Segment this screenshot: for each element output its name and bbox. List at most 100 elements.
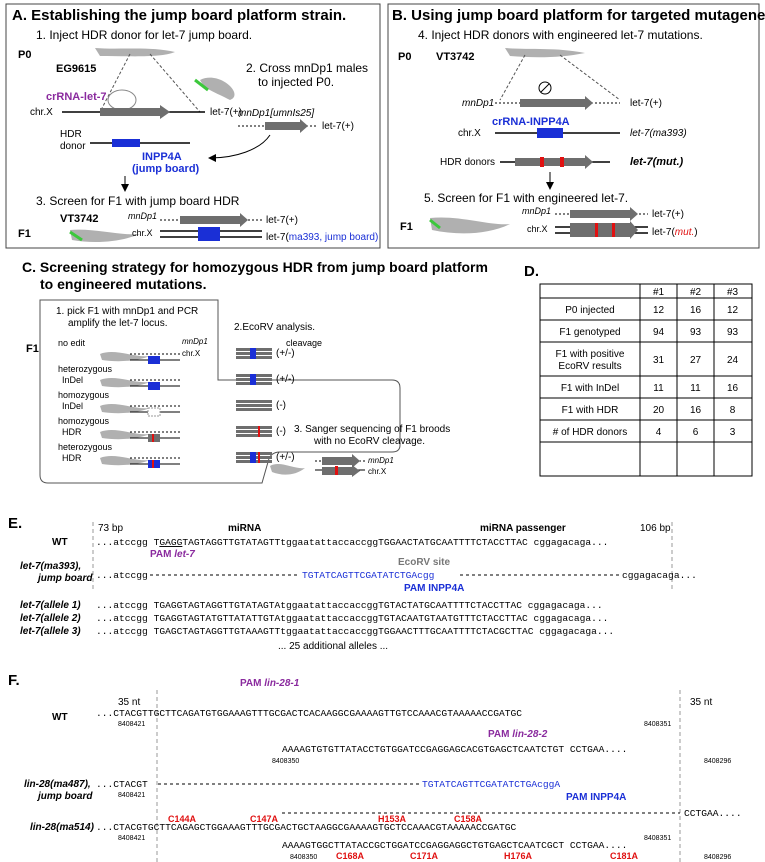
c-sanger-mut (335, 466, 338, 475)
let7plus-b: let-7(+) (630, 98, 662, 109)
c-row-worm (100, 352, 150, 362)
donor-label: donor (60, 141, 86, 152)
f-mut-top: C158A (454, 814, 483, 824)
chrx-label-2: chr.X (132, 228, 153, 238)
c-mndp1: mnDp1 (182, 337, 208, 346)
f-coord-351: 8408351 (644, 721, 671, 728)
e-106bp: 106 bp (640, 523, 671, 534)
let7plus-b2: let-7(+) (652, 209, 684, 220)
c-row-band (236, 408, 272, 411)
c-row-locus (148, 382, 160, 390)
d-row-label: P0 injected (565, 305, 614, 316)
d-cell: 16 (690, 405, 702, 416)
panel-a-border (5, 3, 381, 249)
c-row-result: (-) (276, 426, 286, 437)
d-cell: 11 (690, 383, 701, 394)
d-header-cell: #2 (690, 287, 702, 298)
c-step1b: amplify the let-7 locus. (68, 318, 168, 329)
inpp4a-box-b (537, 128, 563, 138)
panel-b-step4: 4. Inject HDR donors with engineered let… (418, 28, 703, 42)
f1-label: F1 (18, 228, 31, 240)
c-row-label: no edit (58, 338, 86, 348)
step2-line1: 2. Cross mnDp1 males (246, 61, 368, 75)
c-step3b: with no EcoRV cleavage. (313, 436, 425, 447)
f-jb-label2: jump board (36, 791, 93, 802)
d-row-label: F1 with positive (556, 349, 625, 360)
c-sanger-gene2 (322, 465, 360, 477)
hdr-donors: HDR donors (440, 157, 495, 168)
f-mut-bottom: C171A (410, 851, 439, 861)
f1-green-b (429, 218, 441, 230)
c-f1: F1 (26, 343, 39, 355)
f-coord-350b: 8408350 (290, 854, 317, 861)
e-mirna: miRNA (228, 523, 261, 534)
e-allele-seq: ...atccgg TGAGGTAGTATGTTATATTGTAtggaatat… (96, 613, 608, 624)
c-row-label-2: InDel (62, 401, 83, 411)
panel-c-outline (39, 299, 401, 484)
d-cell: 16 (727, 383, 739, 394)
cross-arrow (208, 134, 271, 162)
f-coord-296: 8408296 (704, 758, 731, 765)
block-icon-slash (540, 83, 550, 93)
d-cell: 8 (730, 405, 736, 416)
c-row-result: (+/-) (276, 348, 295, 359)
d-row-label: EcoRV results (558, 361, 621, 372)
panel-b: B. Using jump board platform for targete… (387, 3, 765, 249)
step5: 5. Screen for F1 with engineered let-7. (424, 191, 628, 205)
let7-ma393-b: let-7(ma393) (630, 128, 687, 139)
f-ma514-label: lin-28(ma514) (30, 822, 95, 833)
c-row-band-red (258, 452, 260, 463)
mndp1-b: mnDp1 (462, 98, 494, 109)
f-coord-421b: 8408421 (118, 792, 145, 799)
c-row-band-blue (250, 452, 256, 463)
inpp4a-label: INPP4A (142, 151, 182, 163)
panel-c-title-1: C. Screening strategy for homozygous HDR… (22, 259, 488, 275)
d-header-cell: #1 (653, 287, 665, 298)
e-additional: ... 25 additional alleles ... (278, 641, 388, 652)
mndp1-umnis25: mnDp1[umnIs25] (238, 108, 314, 119)
d-cell: 11 (653, 383, 664, 394)
c-row-locus (147, 407, 161, 417)
c-row-result: (-) (276, 400, 286, 411)
c-cleavage: cleavage (286, 338, 322, 348)
crrna-inpp4a: crRNA-INPP4A (492, 116, 570, 128)
c-mndp1-2: mnDp1 (368, 456, 394, 465)
male-worm-icon (200, 77, 235, 100)
mut-mark-1 (540, 157, 544, 167)
let7-ma393-a: let-7(ma393, jump board) (266, 232, 378, 243)
f-jb-right: CCTGAA.... (684, 808, 742, 819)
f-ma514-bottom: AAAAGTGGCTTATACCGCTGGATCCGAGGAGGCTGTGAGC… (282, 840, 627, 851)
jump-board-box (198, 227, 220, 241)
e-jb-label1: let-7(ma393), (20, 561, 81, 572)
c-row-band (236, 434, 272, 437)
hdr-label: HDR (60, 129, 82, 140)
panel-a-step1: 1. Inject HDR donor for let-7 jump board… (36, 28, 252, 42)
inpp4a-box (112, 139, 140, 147)
e-allele-seq: ...atccgg TGAGCTAGTAGGTTGTAAAGTTtggaatat… (96, 626, 614, 637)
c-row-result: (+/-) (276, 374, 295, 385)
gene-b (520, 96, 593, 110)
e-pam-inpp4a: PAM INPP4A (404, 583, 464, 594)
let7-plus-3: let-7(+) (266, 215, 298, 226)
green-marker (194, 78, 209, 92)
panel-e: E. 73 bp miRNA miRNA passenger 106 bp WT… (8, 515, 697, 652)
f-35nt-left: 35 nt (118, 697, 140, 708)
mndp1-b2: mnDp1 (522, 206, 551, 216)
f-pam2: PAM lin-28-2 (488, 729, 548, 740)
e-wt: WT (52, 537, 68, 548)
panel-c-title-2: to engineered mutations. (40, 276, 206, 292)
c-row-band-blue (250, 348, 256, 359)
c-chrx: chr.X (182, 349, 201, 358)
f-pam-inpp4a: PAM INPP4A (566, 792, 626, 803)
f-pam1: PAM lin-28-1 (240, 678, 300, 689)
d-cell: 3 (730, 427, 736, 438)
c-step2: 2.EcoRV analysis. (234, 322, 315, 333)
f-jb-mid: TGTATCAGTTCGATATCTGAcggA (422, 779, 560, 790)
c-sanger-gene (322, 454, 360, 468)
panel-e-title: E. (8, 515, 22, 532)
jump-board-label: (jump board) (132, 163, 200, 175)
donor-gene-b (515, 155, 593, 169)
chrx-label: chr.X (30, 107, 53, 118)
c-row-worm (100, 404, 150, 414)
zoom-b (499, 54, 621, 101)
